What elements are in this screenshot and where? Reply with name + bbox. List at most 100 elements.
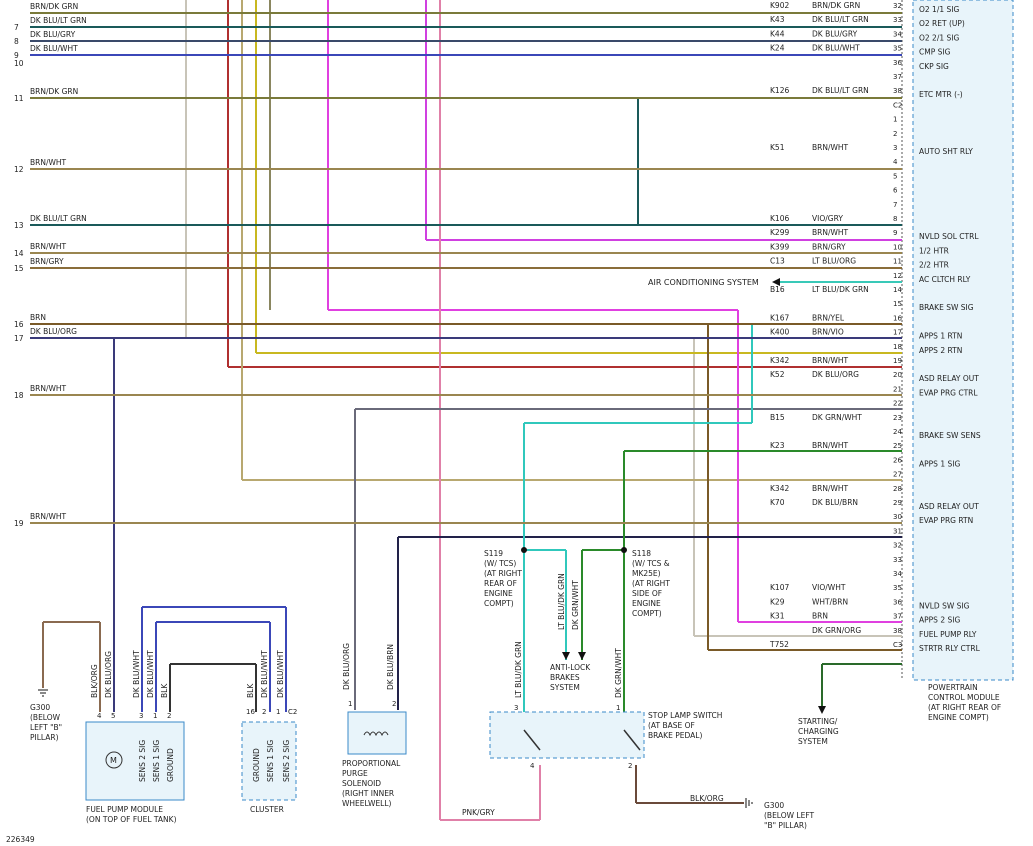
- circuit-id: K399: [770, 242, 789, 251]
- pcm-pin-number: 26: [893, 456, 902, 464]
- cluster-wire-label: DK BLU/WHT: [260, 650, 269, 698]
- wire-label: BRN/DK GRN: [30, 2, 78, 11]
- pcm-pin-function: BRAKE SW SENS: [919, 431, 981, 440]
- cluster-label: CLUSTER: [250, 805, 284, 814]
- pcm-pin-number: C3: [893, 641, 902, 649]
- pcm-pin-number: 32: [893, 2, 902, 10]
- pcm-pin-function: CKP SIG: [919, 62, 949, 71]
- circuit-id: K107: [770, 583, 789, 592]
- fpm-function: SENS 1 SIG: [152, 740, 161, 782]
- s118-label: COMPT): [632, 609, 662, 618]
- s119-label: REAR OF: [484, 579, 517, 588]
- cluster-wire-label: BLK: [246, 683, 255, 698]
- g300-right-label: "B" PILLAR): [764, 821, 807, 830]
- pcm-module-right: [1013, 0, 1021, 846]
- pcm-pin-number: 33: [893, 16, 902, 24]
- circuit-id: K52: [770, 370, 785, 379]
- cluster: [241, 721, 297, 801]
- s118-label: S118: [632, 549, 651, 558]
- pcm-pin-number: 31: [893, 527, 902, 535]
- pin-wire-color: DK BLU/BRN: [812, 498, 858, 507]
- circuit-id: K342: [770, 484, 789, 493]
- pin-wire-color: BRN/VIO: [812, 328, 844, 337]
- pcm-pin-number: 28: [893, 485, 902, 493]
- pin-wire-color: DK BLU/WHT: [812, 44, 860, 53]
- pcm-title: POWERTRAIN: [928, 683, 978, 692]
- s119-label: (W/ TCS): [484, 559, 516, 568]
- fuel-pump-label: (ON TOP OF FUEL TANK): [86, 815, 177, 824]
- pin-wire-color: BRN: [812, 612, 828, 621]
- pcm-pin-number: 18: [893, 343, 902, 351]
- pcm-pin-function: O2 2/1 SIG: [919, 33, 959, 42]
- ac-system-label: AIR CONDITIONING SYSTEM: [648, 278, 759, 287]
- pcm-title: (AT RIGHT REAR OF: [928, 703, 1001, 712]
- abs-wire-2-label: DK GRN/WHT: [571, 580, 580, 630]
- pin-wire-color: DK BLU/ORG: [812, 370, 859, 379]
- pcm-pin-number: 38: [893, 627, 902, 635]
- abs-label: BRAKES: [550, 673, 580, 682]
- arrow-starting-icon: [818, 706, 826, 714]
- pin-wire-color: BRN/YEL: [812, 313, 845, 322]
- fpm-pin: 4: [97, 712, 102, 720]
- pcm-pin-function: AUTO SHT RLY: [919, 147, 973, 156]
- pin-wire-color: DK BLU/LT GRN: [812, 15, 869, 24]
- pin-wire-color: LT BLU/ORG: [812, 257, 856, 266]
- pin-wire-color: BRN/WHT: [812, 143, 849, 152]
- s118-label: (W/ TCS &: [632, 559, 670, 568]
- circuit-id: K167: [770, 313, 789, 322]
- circuit-id: C13: [770, 257, 785, 266]
- circuit-id: K126: [770, 86, 789, 95]
- pcm-pin-function: NVLD SW SIG: [919, 601, 970, 610]
- circuit-id: K29: [770, 597, 785, 606]
- purge-wire-label: DK BLU/BRN: [386, 644, 395, 690]
- cluster-pin: 16: [246, 708, 255, 716]
- wire-label: BRN/WHT: [30, 158, 67, 167]
- sls-wire-3-label: LT BLU/DK GRN: [514, 641, 523, 698]
- wire-number: 14: [14, 249, 24, 258]
- pin-wire-color: BRN/WHT: [812, 441, 849, 450]
- s118-label: (AT RIGHT: [632, 579, 670, 588]
- pcm-pin-number: 12: [893, 272, 902, 280]
- wire-label: DK BLU/LT GRN: [30, 16, 87, 25]
- wire-number: 15: [14, 264, 24, 273]
- starting-label: CHARGING: [798, 727, 839, 736]
- wire-label: BRN: [30, 313, 46, 322]
- fpm-wire-label: BLK: [160, 683, 169, 698]
- pcm-pin-number: 7: [893, 201, 897, 209]
- wire-number: 19: [14, 519, 24, 528]
- pcm-pin-number: 14: [893, 286, 902, 294]
- fpm-function: SENS 2 SIG: [138, 740, 147, 782]
- pcm-pin-function: O2 1/1 SIG: [919, 5, 959, 14]
- pcm-pin-number: 32: [893, 542, 902, 550]
- pin-wire-color: BRN/WHT: [812, 484, 849, 493]
- fuel-pump-label: FUEL PUMP MODULE: [86, 805, 163, 814]
- wire-number: 12: [14, 165, 24, 174]
- stop-lamp-label: STOP LAMP SWITCH: [648, 711, 722, 720]
- pcm-pin-number: 4: [893, 158, 898, 166]
- wire-number: 8: [14, 37, 19, 46]
- wire-number: 13: [14, 221, 24, 230]
- pcm-title: CONTROL MODULE: [928, 693, 1000, 702]
- pcm-pin-function: APPS 2 SIG: [919, 616, 960, 625]
- pcm-pin-number: 22: [893, 400, 902, 408]
- pnk-gry-label: PNK/GRY: [462, 808, 495, 817]
- coil-icon: [363, 731, 389, 737]
- starting-label: STARTING/: [798, 717, 838, 726]
- circuit-id: K31: [770, 612, 785, 621]
- cluster-pin: C2: [288, 708, 297, 716]
- circuit-id: B15: [770, 413, 785, 422]
- pcm-pin-number: 2: [893, 130, 897, 138]
- pcm-pin-number: 27: [893, 471, 902, 479]
- pcm-pin-number: 37: [893, 613, 902, 621]
- pcm-pin-number: 37: [893, 73, 902, 81]
- pin-wire-color: BRN/GRY: [812, 242, 846, 251]
- circuit-id: K51: [770, 143, 785, 152]
- cluster-pin: 1: [276, 708, 280, 716]
- wire-label: DK BLU/LT GRN: [30, 214, 87, 223]
- wire-label: DK BLU/WHT: [30, 44, 78, 53]
- circuit-id: K902: [770, 1, 789, 10]
- stop-lamp-switch: [489, 711, 645, 759]
- s119-label: (AT RIGHT: [484, 569, 522, 578]
- pcm-pin-number: 38: [893, 87, 902, 95]
